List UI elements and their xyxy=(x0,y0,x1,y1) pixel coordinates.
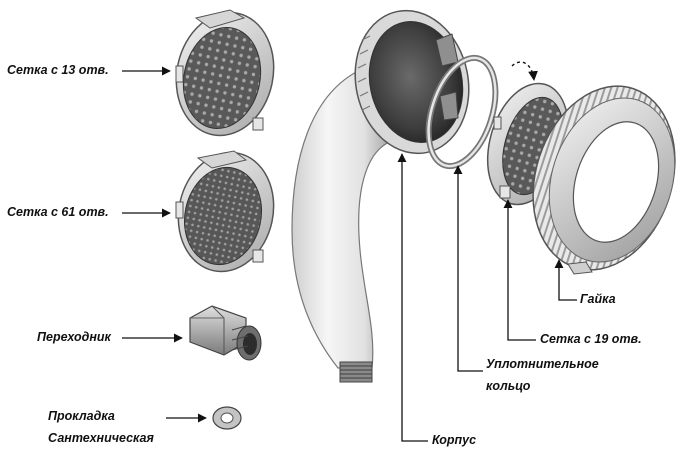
leader-oring xyxy=(453,165,483,372)
label-mesh-13: Сетка с 13 отв. xyxy=(7,63,109,77)
gasket-part xyxy=(212,406,242,430)
adapter-part xyxy=(189,305,262,361)
label-nut: Гайка xyxy=(580,292,616,306)
label-adapter: Переходник xyxy=(37,330,111,344)
mesh-13-holes-part xyxy=(175,9,275,137)
label-mesh-19: Сетка с 19 отв. xyxy=(540,332,642,346)
leader-mesh19 xyxy=(503,199,536,341)
label-gasket-line1: Прокладка xyxy=(48,409,115,423)
leader-nut xyxy=(554,259,577,301)
shower-body-part xyxy=(291,9,470,383)
label-body: Корпус xyxy=(432,433,477,447)
leader-lines xyxy=(122,66,577,442)
label-oring-line1: Уплотнительное xyxy=(486,357,599,371)
o-ring-part xyxy=(425,54,499,170)
nut-part xyxy=(532,85,676,275)
label-gasket-line2: Сантехническая xyxy=(48,431,154,445)
leader-body xyxy=(397,153,428,442)
mesh-61-holes-part xyxy=(175,150,275,273)
label-oring-line2: кольцо xyxy=(486,379,531,393)
label-mesh-61: Сетка с 61 отв. xyxy=(7,205,109,219)
